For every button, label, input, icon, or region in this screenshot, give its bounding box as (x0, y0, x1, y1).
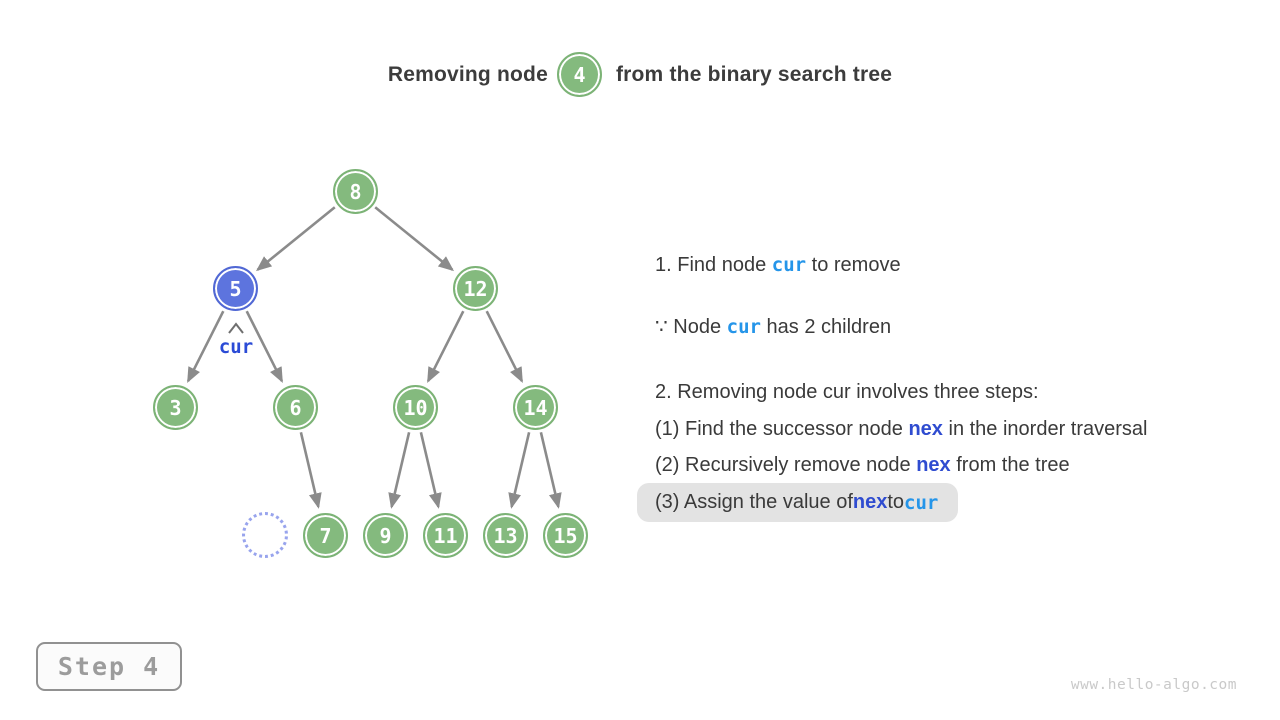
note-line-6-highlighted: (3) Assign the value of nex to cur (637, 483, 959, 522)
edge-10-11 (419, 432, 442, 509)
tree-node-8: 8 (333, 169, 378, 214)
tree-node-15: 15 (543, 513, 588, 558)
caret-up-icon (228, 322, 244, 334)
note-2-pre: ∵ Node (655, 316, 727, 338)
title-target-node-value: 4 (573, 62, 586, 87)
note-1-post: to remove (806, 254, 901, 276)
note-line-5: (2) Recursively remove node nex from the… (655, 451, 1070, 479)
tree-node-14: 14 (513, 385, 558, 430)
note-line-3: 2. Removing node cur involves three step… (655, 381, 1039, 403)
note-5-post: from the tree (950, 454, 1070, 476)
note-line-4: (1) Find the successor node nex in the i… (655, 415, 1147, 443)
note-4-nex-token: nex (908, 418, 943, 440)
note-5-pre: (2) Recursively remove node (655, 454, 917, 476)
edge-10-9 (388, 432, 411, 509)
tree-node-3: 3 (153, 385, 198, 430)
note-1-cur-token: cur (771, 254, 807, 276)
note-4-post: in the inorder traversal (942, 418, 1148, 440)
edge-12-10 (426, 310, 465, 383)
edge-14-13 (508, 432, 531, 509)
note-2-post: has 2 children (760, 316, 892, 338)
figure-title: Removing node 4 from the binary search t… (0, 52, 1280, 97)
note-1-pre: 1. Find node (655, 254, 772, 276)
tree-node-5-cur: 5 (213, 266, 258, 311)
title-suffix-text: from the binary search tree (615, 62, 893, 86)
edge-8-5 (255, 206, 336, 272)
tree-node-9: 9 (363, 513, 408, 558)
note-line-2: ∵ Node cur has 2 children (655, 313, 891, 341)
note-6-mid: to (887, 491, 905, 513)
edge-6-7 (299, 432, 322, 509)
cur-pointer-label: cur (218, 336, 254, 358)
note-6-cur-token: cur (904, 491, 939, 514)
edge-8-12 (374, 206, 455, 272)
note-4-pre: (1) Find the successor node (655, 418, 909, 440)
edge-14-15 (539, 432, 562, 509)
watermark: www.hello-algo.com (1070, 677, 1237, 693)
step-badge: Step 4 (36, 642, 182, 691)
note-2-cur-token: cur (726, 316, 761, 338)
note-6-nex-token: nex (852, 491, 888, 513)
removed-node-placeholder (242, 512, 288, 558)
edge-12-14 (485, 310, 524, 383)
tree-node-10: 10 (393, 385, 438, 430)
step-badge-label: Step 4 (57, 652, 161, 681)
tree-node-6: 6 (273, 385, 318, 430)
note-line-1: 1. Find node cur to remove (655, 251, 901, 279)
tree-node-13: 13 (483, 513, 528, 558)
note-6-pre: (3) Assign the value of (655, 491, 853, 513)
tree-node-7: 7 (303, 513, 348, 558)
title-prefix-text: Removing node (387, 62, 548, 86)
note-5-nex-token: nex (916, 454, 951, 476)
tree-node-11: 11 (423, 513, 468, 558)
title-target-node: 4 (556, 52, 602, 97)
tree-node-12: 12 (453, 266, 498, 311)
